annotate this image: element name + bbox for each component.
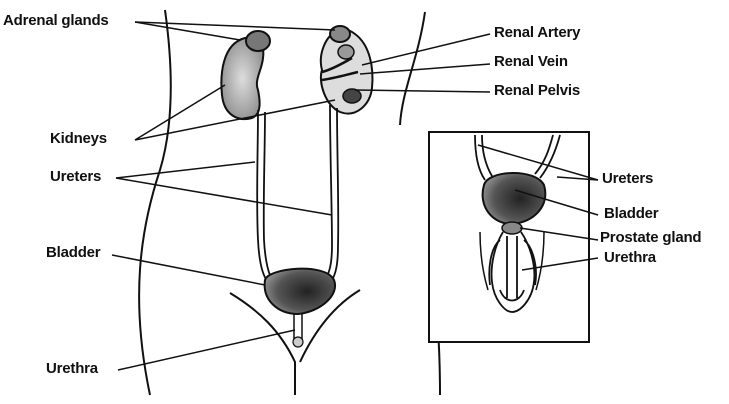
male-inset (429, 132, 589, 342)
urethra-left-shape (294, 313, 302, 340)
bladder-left (265, 269, 335, 347)
ureters (257, 105, 338, 282)
label-bladder-left: Bladder (46, 244, 100, 262)
label-kidneys: Kidneys (50, 130, 107, 148)
left-adrenal-gland (246, 31, 270, 51)
label-ureters-inset: Ureters (602, 170, 653, 188)
renal-pelvis-shape (343, 89, 361, 103)
inset-prostate-shape (502, 222, 522, 234)
right-kidney (321, 26, 373, 113)
torso-right-contour (400, 12, 425, 125)
label-renal-vein: Renal Vein (494, 53, 568, 71)
left-kidney (221, 31, 270, 119)
label-urethra-left: Urethra (46, 360, 98, 378)
label-renal-pelvis: Renal Pelvis (494, 82, 580, 100)
label-bladder-inset: Bladder (604, 205, 658, 223)
label-renal-artery: Renal Artery (494, 24, 580, 42)
torso-left-contour (139, 10, 171, 395)
label-adrenal-glands: Adrenal glands (3, 12, 109, 30)
label-ureters-left: Ureters (50, 168, 101, 186)
torso-outline (139, 10, 440, 395)
label-urethra-inset: Urethra (604, 249, 656, 267)
right-adrenal-gland (330, 26, 350, 42)
label-prostate-gland: Prostate gland (600, 229, 701, 247)
